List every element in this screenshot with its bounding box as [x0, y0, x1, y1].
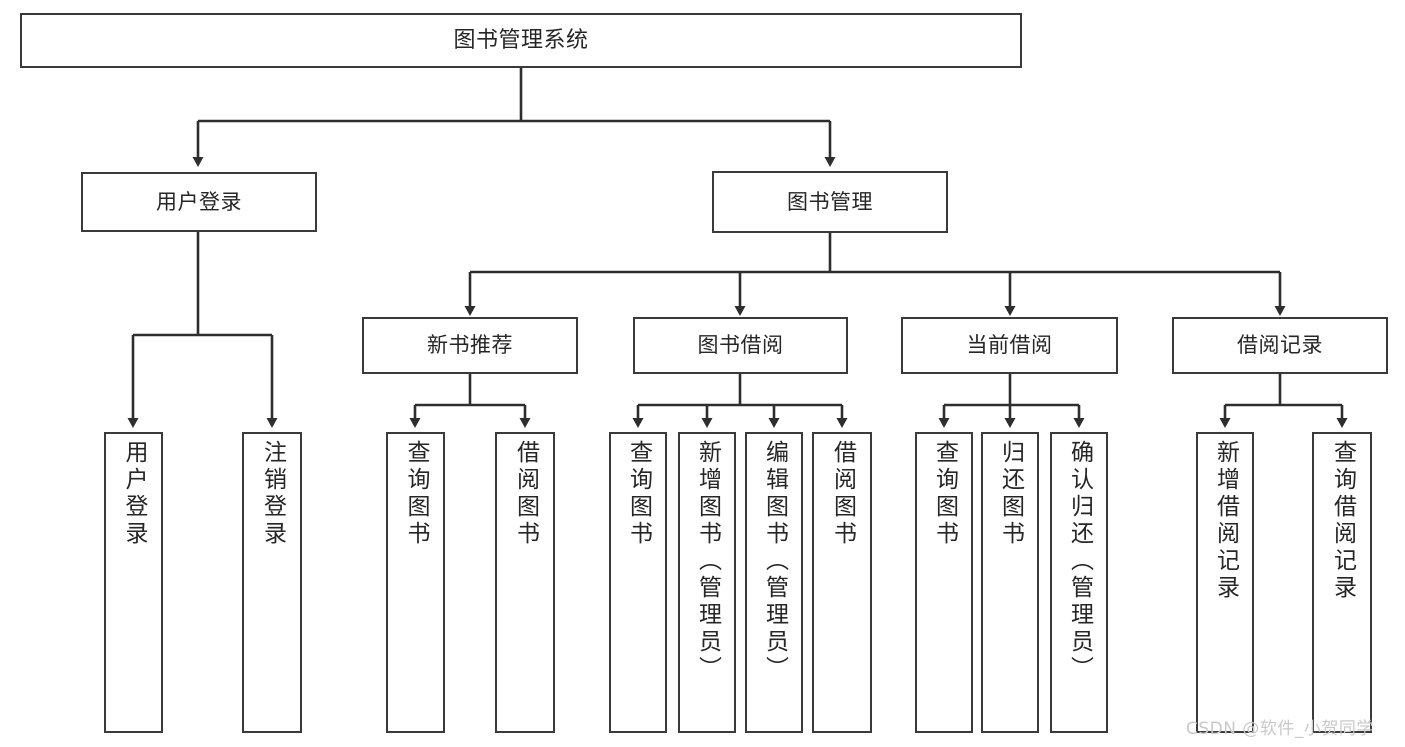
node-user-login[interactable]: 用户登录 [81, 172, 317, 232]
leaf-add-book-label: 新增图书（管理员） [694, 440, 721, 683]
leaf-query-book-2[interactable]: 查询图书 [609, 432, 667, 733]
leaf-user-login[interactable]: 用户登录 [104, 432, 163, 733]
leaf-return-book-label: 归还图书 [997, 440, 1024, 548]
node-current-borrow[interactable]: 当前借阅 [901, 317, 1118, 374]
node-borrow-record[interactable]: 借阅记录 [1172, 317, 1388, 374]
leaf-confirm-return-label: 确认归还（管理员） [1066, 440, 1093, 683]
leaf-edit-book-label: 编辑图书（管理员） [761, 440, 788, 683]
leaf-logout[interactable]: 注销登录 [242, 432, 302, 733]
leaf-query-record-label: 查询借阅记录 [1329, 440, 1356, 602]
leaf-query-book-1-label: 查询图书 [403, 440, 429, 548]
node-root[interactable]: 图书管理系统 [20, 13, 1022, 68]
leaf-return-book[interactable]: 归还图书 [981, 432, 1039, 733]
leaf-borrow-book-1-label: 借阅图书 [512, 440, 539, 548]
node-book-management-label: 图书管理 [787, 189, 873, 214]
node-current-borrow-label: 当前借阅 [966, 333, 1053, 358]
node-new-book-recommend-label: 新书推荐 [427, 333, 513, 358]
leaf-query-record[interactable]: 查询借阅记录 [1312, 432, 1372, 733]
node-book-management[interactable]: 图书管理 [712, 171, 948, 233]
node-book-borrow-label: 图书借阅 [697, 333, 784, 358]
leaf-user-login-label: 用户登录 [121, 440, 147, 548]
leaf-query-book-3[interactable]: 查询图书 [915, 432, 973, 733]
leaf-add-record-label: 新增借阅记录 [1212, 440, 1239, 602]
leaf-confirm-return[interactable]: 确认归还（管理员） [1050, 432, 1108, 733]
leaf-query-book-2-label: 查询图书 [625, 440, 652, 548]
node-borrow-record-label: 借阅记录 [1237, 333, 1323, 358]
leaf-logout-label: 注销登录 [259, 440, 286, 548]
leaf-query-book-3-label: 查询图书 [931, 440, 958, 548]
node-new-book-recommend[interactable]: 新书推荐 [362, 317, 578, 374]
node-root-label: 图书管理系统 [453, 27, 589, 53]
node-user-login-label: 用户登录 [156, 189, 242, 214]
node-book-borrow[interactable]: 图书借阅 [633, 317, 848, 374]
leaf-query-book-1[interactable]: 查询图书 [386, 432, 445, 733]
leaf-borrow-book-2-label: 借阅图书 [829, 440, 856, 548]
leaf-borrow-book-2[interactable]: 借阅图书 [812, 432, 872, 733]
leaf-add-record[interactable]: 新增借阅记录 [1196, 432, 1254, 733]
leaf-add-book[interactable]: 新增图书（管理员） [678, 432, 736, 733]
leaf-borrow-book-1[interactable]: 借阅图书 [495, 432, 555, 733]
leaf-edit-book[interactable]: 编辑图书（管理员） [745, 432, 803, 733]
watermark: CSDN @软件_小贺同学 [1186, 719, 1374, 739]
